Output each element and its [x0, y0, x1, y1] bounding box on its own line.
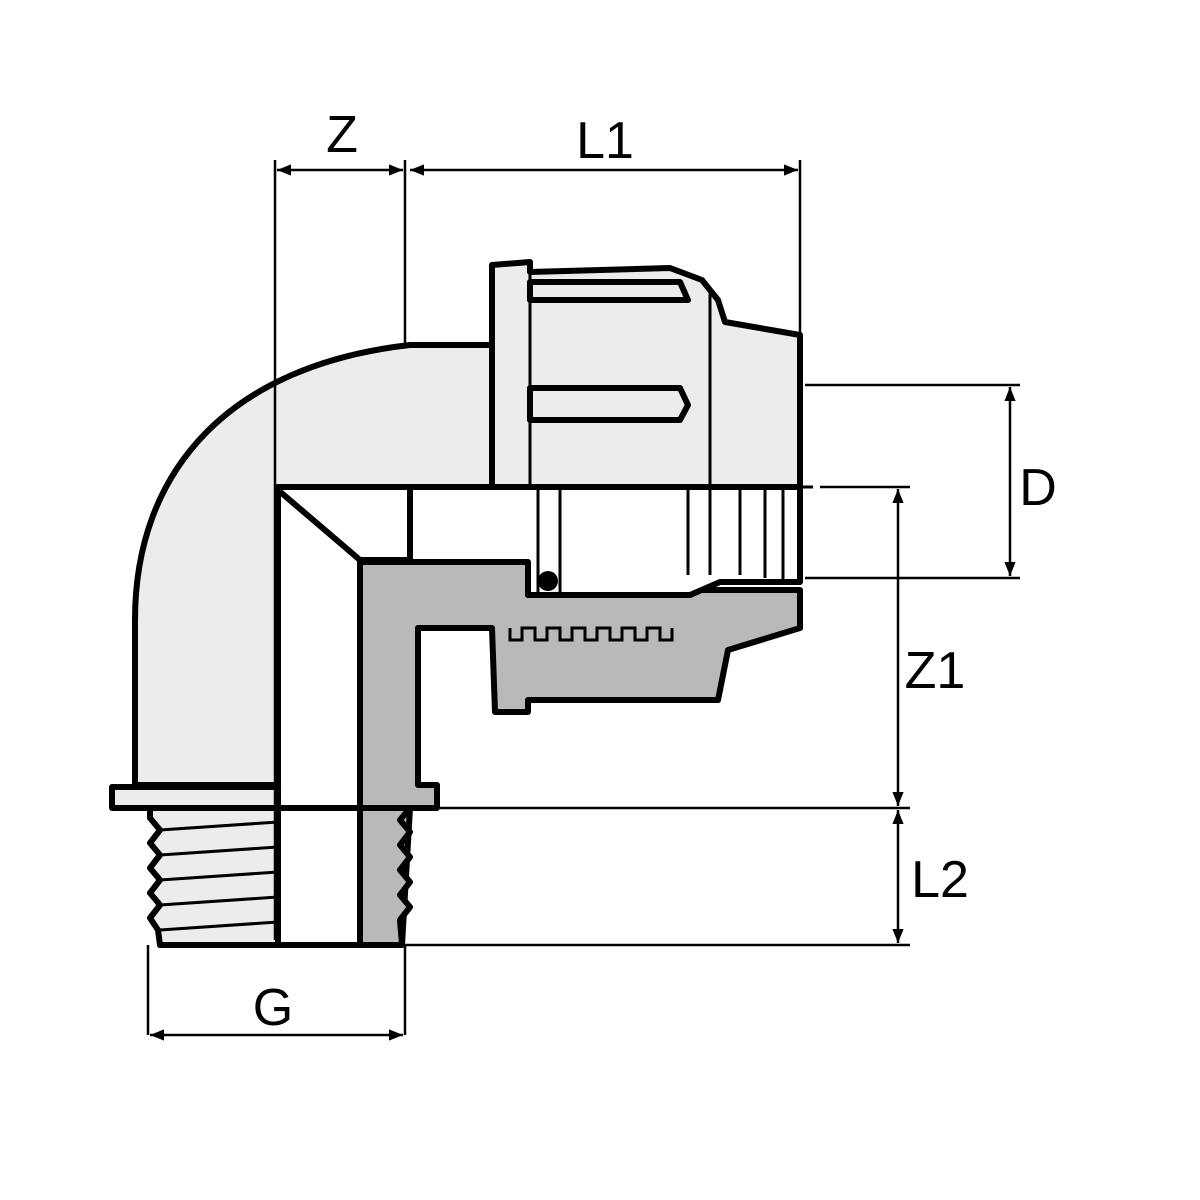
label-g: G — [253, 979, 293, 1037]
compression-nut — [489, 259, 803, 490]
dimension-labels: Z L1 D Z1 L2 G — [253, 106, 1057, 1037]
elbow-body — [132, 342, 495, 788]
label-l1: L1 — [576, 112, 634, 170]
pipe-bore — [407, 484, 803, 598]
label-z: Z — [326, 106, 358, 164]
label-d: D — [1019, 459, 1057, 517]
extension-lines — [146, 160, 1020, 1035]
dimension-lines — [150, 164, 1016, 1041]
label-z1: Z1 — [905, 642, 966, 700]
o-ring-dot — [538, 571, 558, 591]
label-l2: L2 — [911, 851, 969, 909]
threaded-spigot — [109, 784, 413, 948]
